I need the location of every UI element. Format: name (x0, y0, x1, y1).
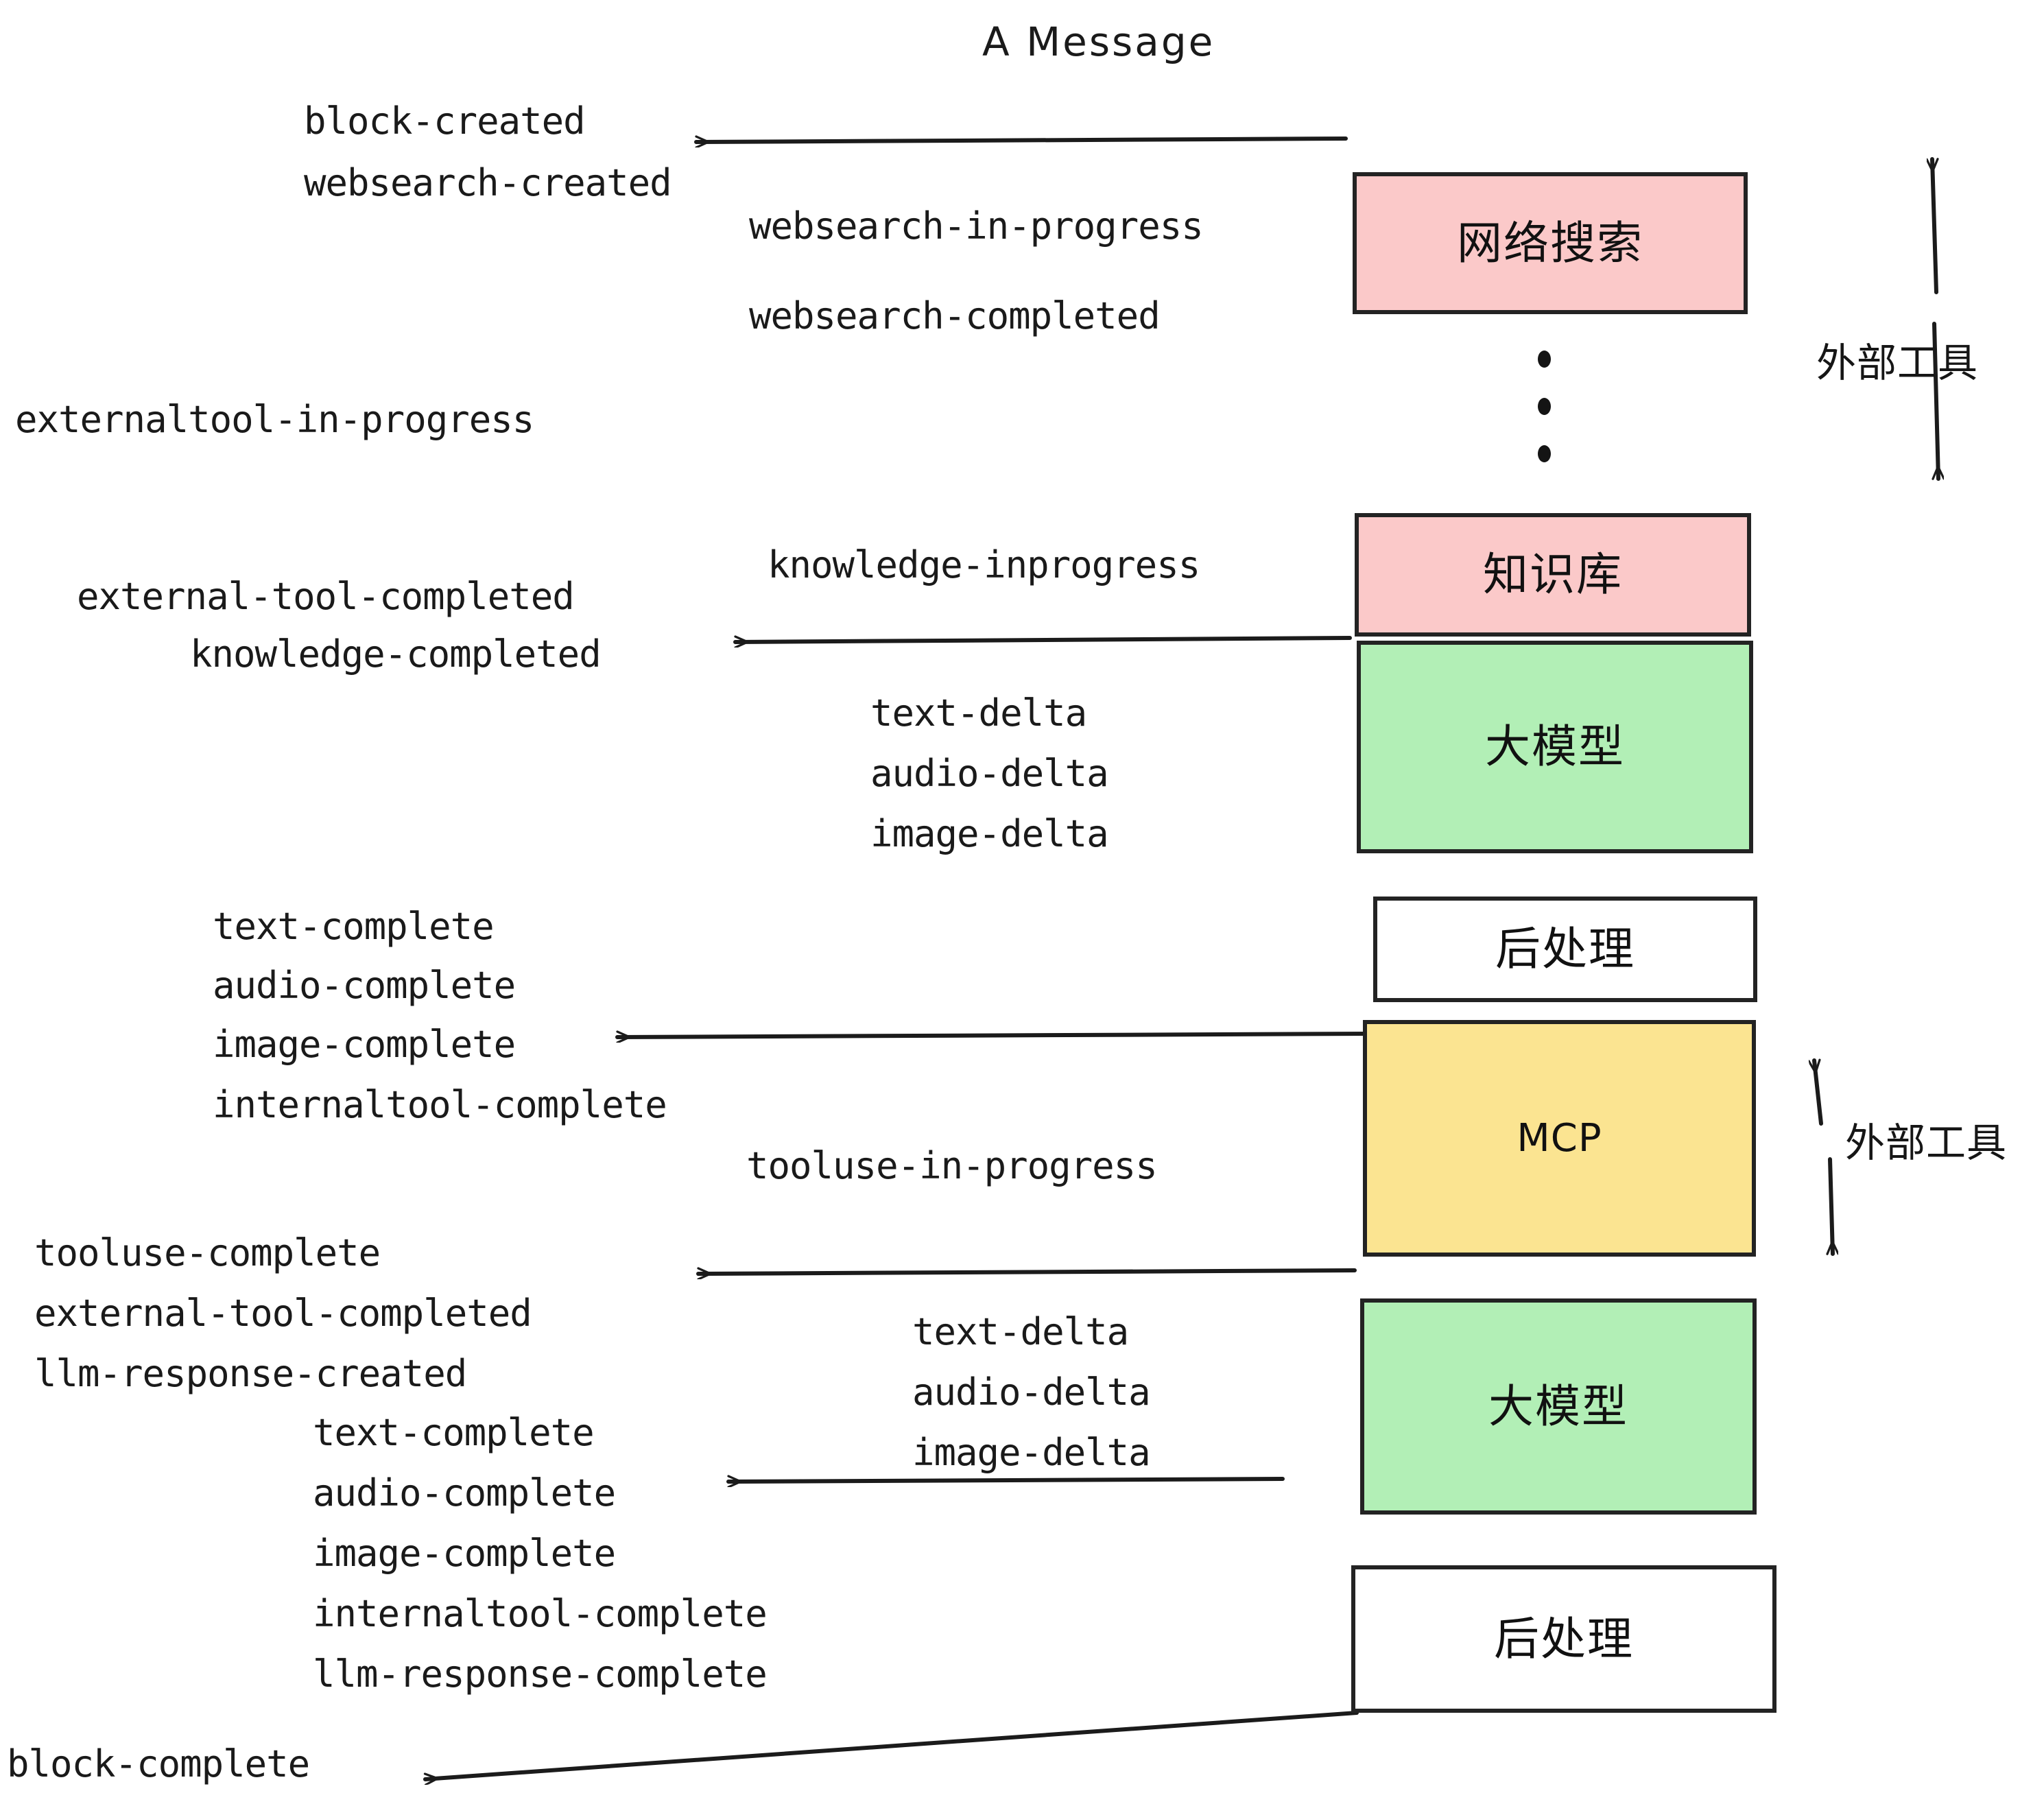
external-tool-range-bottom (1814, 1058, 1833, 1256)
external-tool-range-top (1932, 157, 1938, 481)
arrow-mcp-to-toolusecomplete (696, 1270, 1357, 1274)
node-post-processing-bottom[interactable]: 后处理 (1351, 1565, 1776, 1713)
event-websearch-created: websearch-created (304, 161, 672, 204)
node-llm-bottom[interactable]: 大模型 (1360, 1298, 1757, 1515)
event-internaltool-complete-2: internaltool-complete (313, 1592, 768, 1635)
node-knowledge[interactable]: 知识库 (1355, 513, 1751, 637)
ellipsis-dot-1 (1538, 351, 1551, 368)
event-block-created: block-created (304, 99, 586, 143)
node-llm-bottom-label: 大模型 (1488, 1379, 1628, 1433)
event-text-delta-1: text-delta (870, 691, 1087, 735)
node-post-processing-top-label: 后处理 (1495, 923, 1635, 975)
event-external-tool-completed-2: external-tool-completed (34, 1292, 532, 1335)
event-block-complete: block-complete (7, 1742, 310, 1785)
event-image-delta-2: image-delta (912, 1431, 1151, 1474)
event-audio-delta-2: audio-delta (912, 1370, 1151, 1414)
node-llm-top-label: 大模型 (1485, 720, 1625, 773)
event-llm-response-created: llm-response-created (34, 1352, 467, 1395)
event-audio-complete-2: audio-complete (313, 1471, 616, 1515)
arrow-knowledge-to-knowledgecompleted (733, 638, 1352, 642)
event-llm-response-complete: llm-response-complete (313, 1652, 768, 1696)
event-knowledge-completed: knowledge-completed (190, 632, 602, 676)
event-websearch-in-progress: websearch-in-progress (749, 204, 1204, 248)
node-llm-top[interactable]: 大模型 (1357, 641, 1753, 853)
node-post-processing-top[interactable]: 后处理 (1373, 897, 1757, 1002)
diagram-title: A Message (982, 19, 1215, 65)
ellipsis-dot-2 (1538, 398, 1551, 415)
node-websearch[interactable]: 网络搜索 (1353, 172, 1748, 314)
node-mcp-label: MCP (1517, 1115, 1602, 1161)
node-mcp[interactable]: MCP (1363, 1020, 1756, 1257)
event-tooluse-complete: tooluse-complete (34, 1231, 381, 1274)
event-tooluse-in-progress: tooluse-in-progress (746, 1144, 1158, 1187)
arrow-websearch-to-blockcreated (694, 139, 1348, 142)
event-external-tool-completed-1: external-tool-completed (77, 575, 575, 618)
event-internaltool-complete-1: internaltool-complete (213, 1083, 667, 1126)
event-image-complete-2: image-complete (313, 1532, 616, 1575)
event-audio-delta-1: audio-delta (870, 752, 1109, 795)
event-audio-complete-1: audio-complete (213, 964, 516, 1007)
event-websearch-completed: websearch-completed (749, 294, 1161, 337)
arrow-llm-to-audiocomplete (726, 1479, 1285, 1482)
node-post-processing-bottom-label: 后处理 (1494, 1612, 1634, 1665)
event-externaltool-in-progress: externaltool-in-progress (15, 398, 534, 441)
external-tool-label-bottom: 外部工具 (1845, 1119, 2008, 1166)
node-websearch-label: 网络搜索 (1457, 216, 1643, 270)
arrow-post-to-imagecomplete (615, 1034, 1371, 1037)
event-knowledge-inprogress: knowledge-inprogress (768, 543, 1200, 586)
node-knowledge-label: 知识库 (1483, 548, 1623, 601)
ellipsis-dot-3 (1538, 445, 1551, 462)
event-text-complete-2: text-complete (313, 1411, 595, 1454)
arrow-post-to-blockcomplete (423, 1711, 1359, 1779)
event-image-delta-1: image-delta (870, 812, 1109, 855)
event-text-complete-1: text-complete (213, 905, 495, 948)
external-tool-label-top: 外部工具 (1816, 340, 1979, 386)
event-image-complete-1: image-complete (213, 1023, 516, 1066)
event-text-delta-2: text-delta (912, 1310, 1129, 1353)
